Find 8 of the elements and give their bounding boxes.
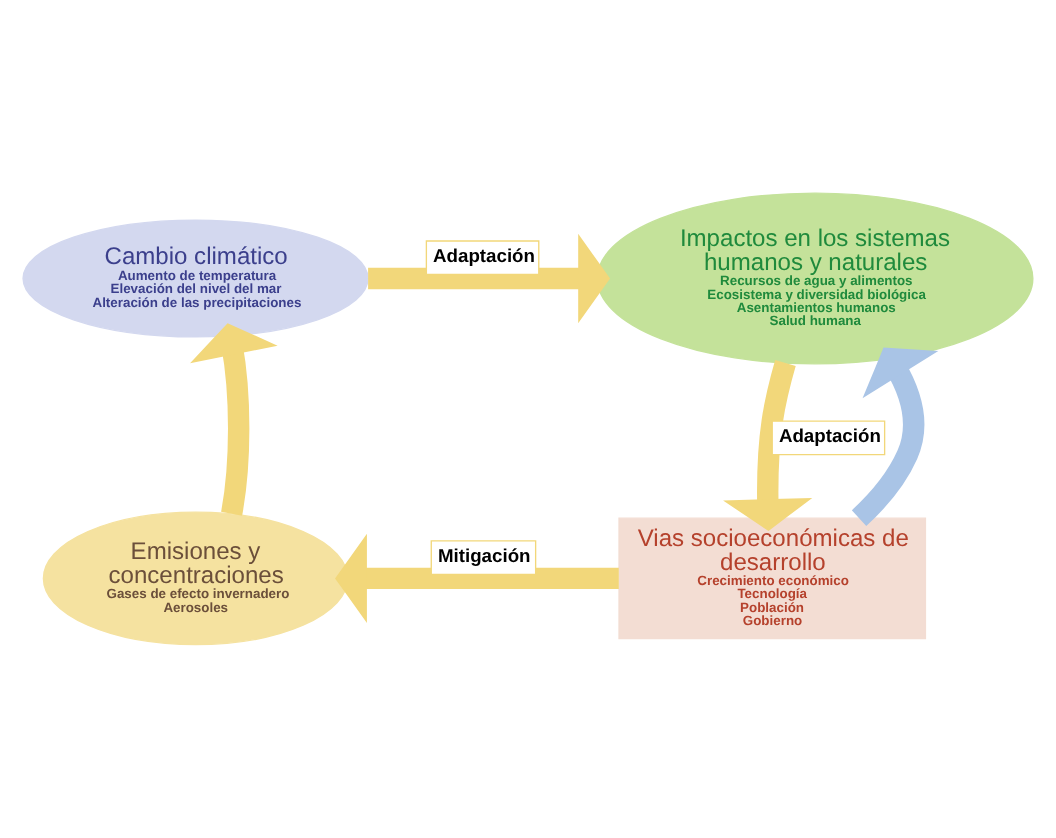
- arrow: [851, 347, 939, 526]
- arrow: [335, 533, 619, 624]
- edge-label: Adaptación: [433, 246, 536, 267]
- edge-label: Adaptación: [778, 426, 881, 447]
- edge-label: Mitigación: [437, 545, 531, 566]
- arrow: [190, 323, 278, 516]
- arrow: [368, 233, 611, 324]
- arrow: [723, 360, 813, 532]
